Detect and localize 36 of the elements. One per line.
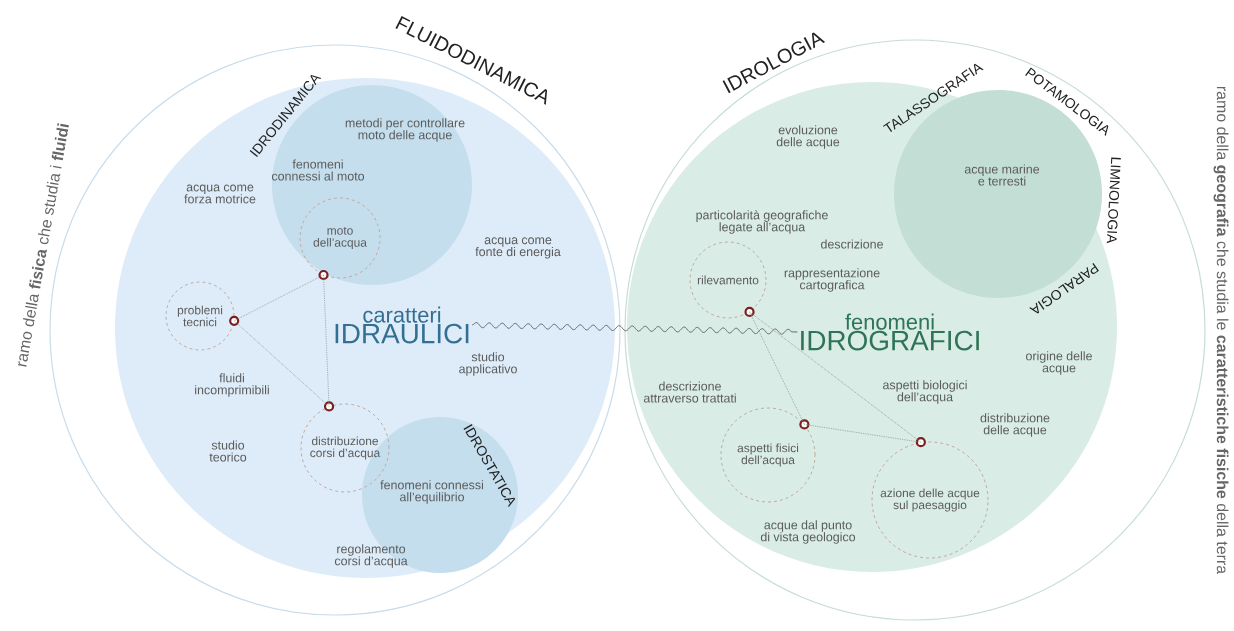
wavy-line (471, 322, 798, 335)
topic-label: aspetti biologici dell’acqua (883, 380, 967, 404)
topic-label: particolarità geografiche legate all’acqua (696, 210, 828, 234)
dotted-line (233, 274, 324, 322)
dotted-line (749, 311, 805, 425)
topic-label: fluidi incomprimibili (195, 373, 269, 397)
dotted-line (804, 424, 922, 443)
topic-label: acque marine e terresti (964, 164, 1040, 186)
topic-label: descrizione attraverso trattati (643, 381, 736, 403)
topic-label: acqua come fonte di energia (475, 237, 561, 259)
arc-caption: ramo della fisica che studia i fluidi (18, 123, 69, 367)
topic-label: descrizione (821, 239, 883, 249)
topic-label: acque dal punto di vista geologico (760, 520, 856, 544)
dotted-line (749, 311, 922, 443)
topic-label: azione delle acque sul paesaggio (880, 488, 980, 512)
dotted-line (233, 320, 330, 407)
arc-heading: LIMNOLOGIA (1106, 157, 1121, 244)
topic-label: distribuzione corsi d’acqua (310, 436, 381, 460)
topic-label: studio teorico (209, 440, 247, 462)
topic-label: moto dell’acqua (313, 226, 367, 250)
topic-label: rappresentazione cartografica (784, 268, 880, 292)
topic-label: acqua come forza motrice (184, 184, 256, 204)
topic-label: distribuzione delle acque (980, 413, 1050, 437)
topic-title: fenomeni IDROGRAFICI (801, 313, 979, 351)
topic-label: studio applicativo (459, 352, 517, 376)
topic-label: fenomeni connessi al moto (271, 159, 365, 181)
topic-label: aspetti fisici dell’acqua (737, 443, 799, 467)
topic-label: regolamento corsi d’acqua (334, 544, 408, 568)
topic-label: rilevamento (697, 275, 759, 285)
topic-title: caratteri IDRAULICI (335, 306, 469, 344)
arc-caption: ramo della geografia che studia le caratteristiche fisiche della terra (1213, 86, 1229, 575)
topic-label: metodi per controllare moto delle acque (345, 118, 465, 142)
topic-label: problemi tecnici (177, 305, 223, 327)
topic-label: origine delle acque (1026, 351, 1092, 375)
topic-label: evoluzione delle acque (776, 125, 840, 149)
dotted-line (323, 274, 330, 407)
